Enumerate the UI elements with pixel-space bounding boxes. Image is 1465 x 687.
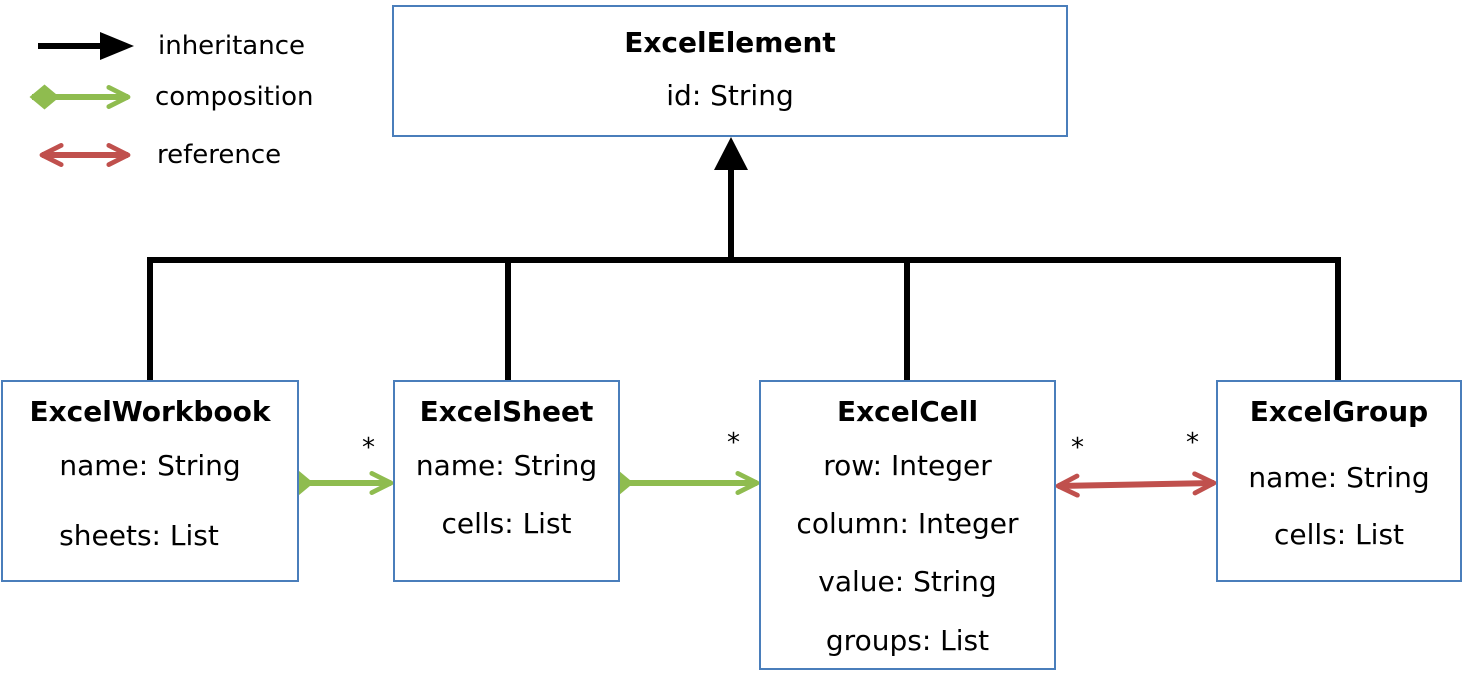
multiplicity-cell-group-right: * — [1186, 428, 1199, 458]
class-box-excel-cell: ExcelCell row: Integer column: Integer v… — [759, 380, 1056, 670]
class-attribute: value: String — [818, 565, 997, 598]
multiplicity-workbook-sheet: * — [362, 433, 375, 463]
legend-composition-label: composition — [155, 82, 314, 112]
class-box-excel-element: ExcelElement id: String — [392, 5, 1068, 137]
class-attribute: cells: List — [1273, 518, 1405, 551]
class-box-excel-group: ExcelGroup name: String cells: List — [1216, 380, 1462, 582]
class-attribute: row: Integer — [823, 449, 992, 482]
class-name: ExcelSheet — [419, 395, 594, 428]
class-box-excel-workbook: ExcelWorkbook name: String sheets: List — [1, 380, 299, 582]
class-attribute: groups: List — [825, 624, 990, 657]
class-attribute: name: String — [59, 449, 241, 482]
class-attribute: name: String — [415, 449, 598, 482]
class-attribute: sheets: List — [59, 519, 219, 552]
legend-inheritance-label: inheritance — [158, 31, 305, 61]
class-attribute: name: String — [1248, 461, 1430, 494]
class-attribute: column: Integer — [796, 507, 1019, 540]
legend-reference-label: reference — [157, 140, 282, 170]
class-name: ExcelCell — [836, 395, 979, 428]
class-attribute: cells: List — [441, 507, 572, 540]
legend-inheritance-arrow — [38, 32, 134, 60]
inheritance-tree — [147, 165, 1341, 383]
reference-cell-group — [1055, 471, 1217, 498]
multiplicity-cell-group-left: * — [1071, 433, 1084, 463]
class-box-excel-sheet: ExcelSheet name: String cells: List — [393, 380, 620, 582]
class-name: ExcelWorkbook — [29, 395, 271, 428]
multiplicity-sheet-cell: * — [727, 428, 740, 458]
class-name: ExcelGroup — [1249, 395, 1429, 428]
class-attribute: id: String — [666, 79, 794, 112]
inheritance-arrowhead — [714, 137, 748, 170]
class-name: ExcelElement — [624, 26, 836, 59]
